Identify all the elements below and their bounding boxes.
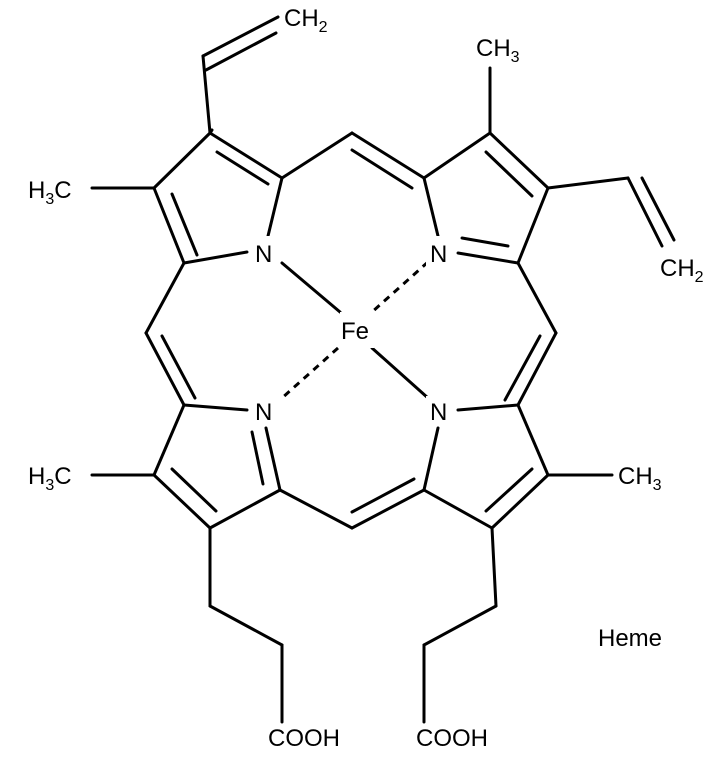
- pyrrole-ring-top-left: [152, 128, 284, 265]
- iron-label: Fe: [341, 318, 369, 345]
- pyrrole-ring-bottom-right: [422, 403, 550, 530]
- atom-labels: Fe N N N N CH2 CH3 CH2 H3C H3C CH3 COOH …: [28, 5, 704, 752]
- carboxyl-right: COOH: [416, 725, 488, 752]
- methyl-top-left: H3C: [28, 177, 72, 208]
- nitrogen-label-top-right: N: [430, 241, 447, 268]
- pyrrole-ring-bottom-left: [152, 403, 282, 530]
- substituent-bonds: [90, 15, 676, 724]
- nitrogen-label-bottom-right: N: [430, 399, 447, 426]
- methyl-bottom-right: CH3: [618, 463, 662, 494]
- methyl-bottom-left: H3C: [28, 463, 72, 494]
- diagram-caption: Heme: [598, 625, 662, 652]
- methine-bridges: [144, 131, 558, 530]
- vinyl-ch2-top: CH2: [284, 5, 328, 36]
- nitrogen-label-top-left: N: [255, 241, 272, 268]
- vinyl-ch2-right: CH2: [660, 255, 704, 286]
- carboxyl-left: COOH: [268, 725, 340, 752]
- nitrogen-label-bottom-left: N: [255, 399, 272, 426]
- pyrrole-ring-top-right: [422, 131, 550, 265]
- iron-coordination-bonds: [280, 260, 430, 400]
- methyl-top-right: CH3: [476, 35, 520, 66]
